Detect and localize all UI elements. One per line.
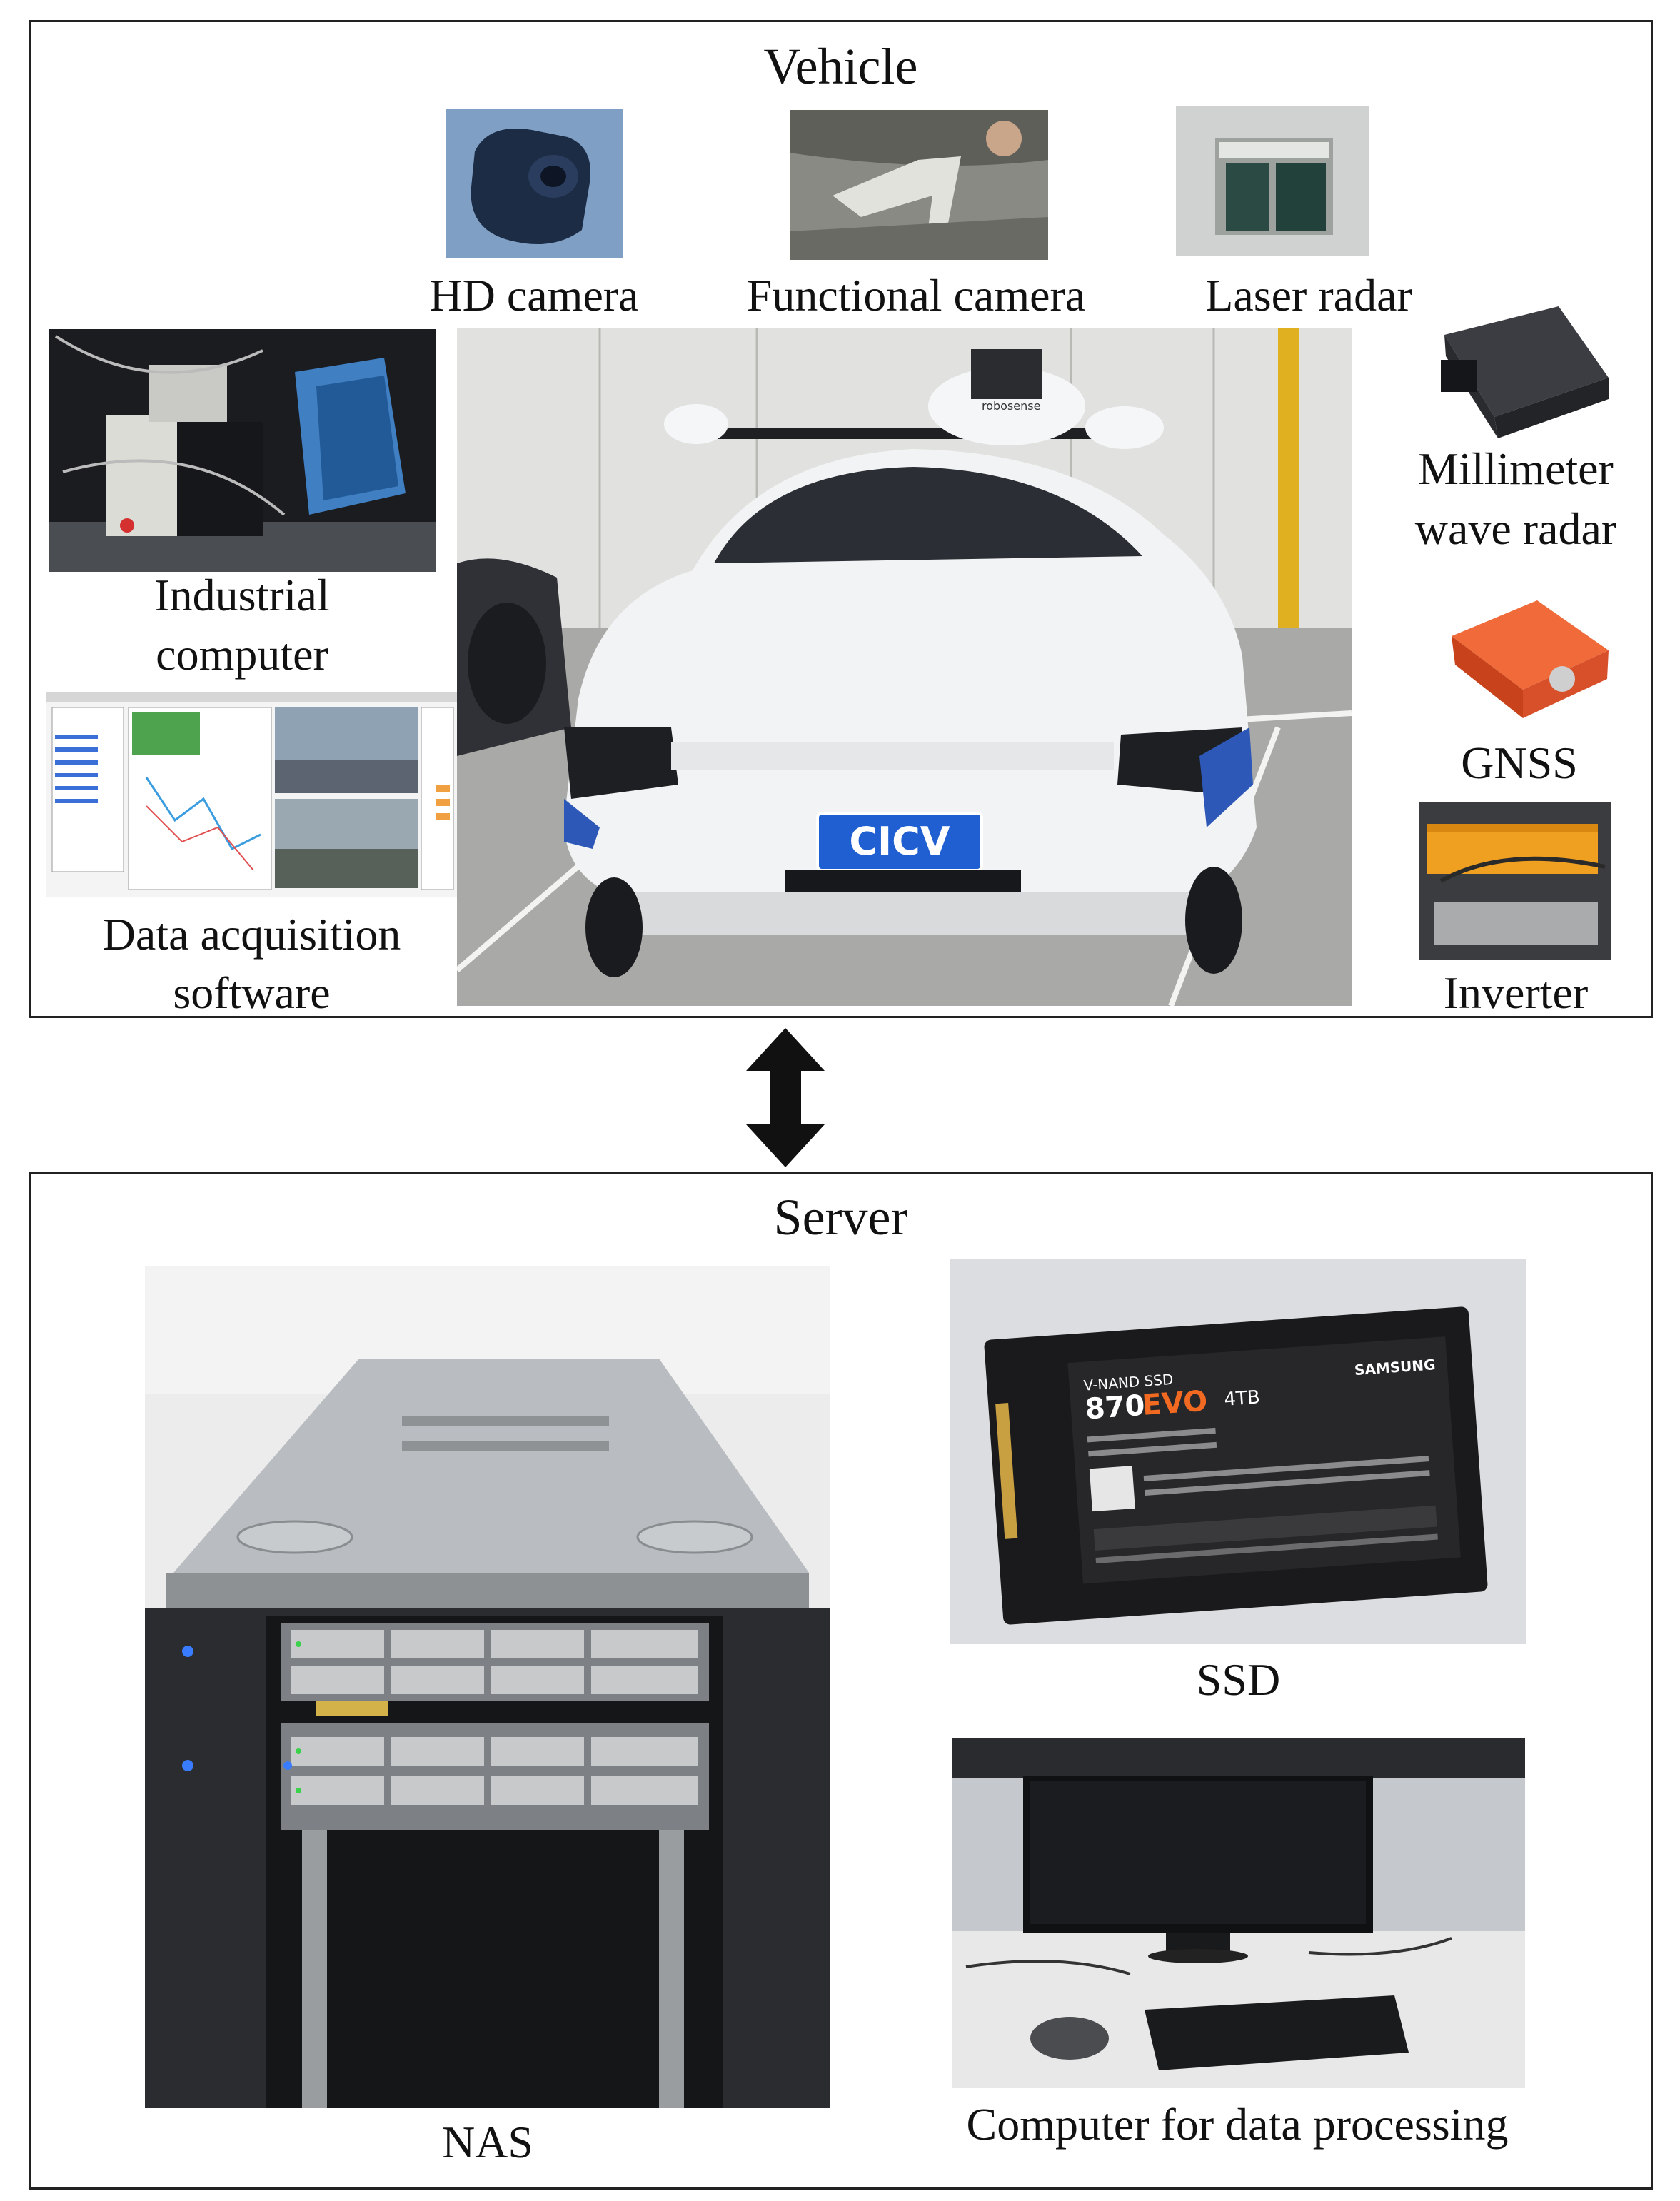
inverter-label: Inverter [1443,967,1589,1018]
laser-radar-photo [1176,106,1369,256]
vehicle-photo: robosense CICV [457,328,1352,1006]
server-panel: Server [29,1172,1653,2190]
industrial-computer-label-line1: Industrial [154,570,330,620]
inverter-photo [1419,802,1611,960]
ssd-label: SSD [1196,1654,1281,1705]
vehicle-panel: Vehicle HD camera Functional camera [29,20,1653,1018]
software-label-line1: Data acquisition [102,909,401,960]
industrial-computer-photo [49,329,436,572]
millimeter-wave-radar-photo [1430,292,1617,442]
hd-camera-photo [446,109,623,258]
software-label-line2: software [173,967,331,1018]
ssd-capacity-text: 4TB [1223,1386,1260,1410]
computer-photo [952,1738,1525,2088]
nas-label: NAS [441,2117,534,2167]
lidar-brand-text: robosense [982,399,1040,413]
industrial-computer-label-line2: computer [156,629,328,680]
ssd-model-suffix-text: EVO [1141,1385,1209,1422]
gnss-photo [1430,579,1621,729]
gnss-label: GNSS [1461,737,1578,788]
plate-text: CICV [849,819,950,864]
hd-camera-label: HD camera [429,270,639,321]
laser-radar-label: Laser radar [1205,270,1412,321]
computer-label: Computer for data processing [966,2099,1509,2150]
software-screenshot [46,692,457,897]
double-arrow-icon [746,1028,825,1167]
ssd-photo: V-NAND SSD 870 EVO 4TB SAMSUNG [950,1259,1526,1644]
vehicle-title: Vehicle [763,38,918,95]
millimeter-wave-radar-label-line2: wave radar [1414,503,1617,554]
ssd-model-text: 870 [1084,1389,1146,1426]
functional-camera-photo [790,110,1048,260]
server-title: Server [773,1189,908,1246]
nas-photo [145,1266,830,2108]
millimeter-wave-radar-label-line1: Millimeter [1418,443,1614,494]
functional-camera-label: Functional camera [746,270,1086,321]
